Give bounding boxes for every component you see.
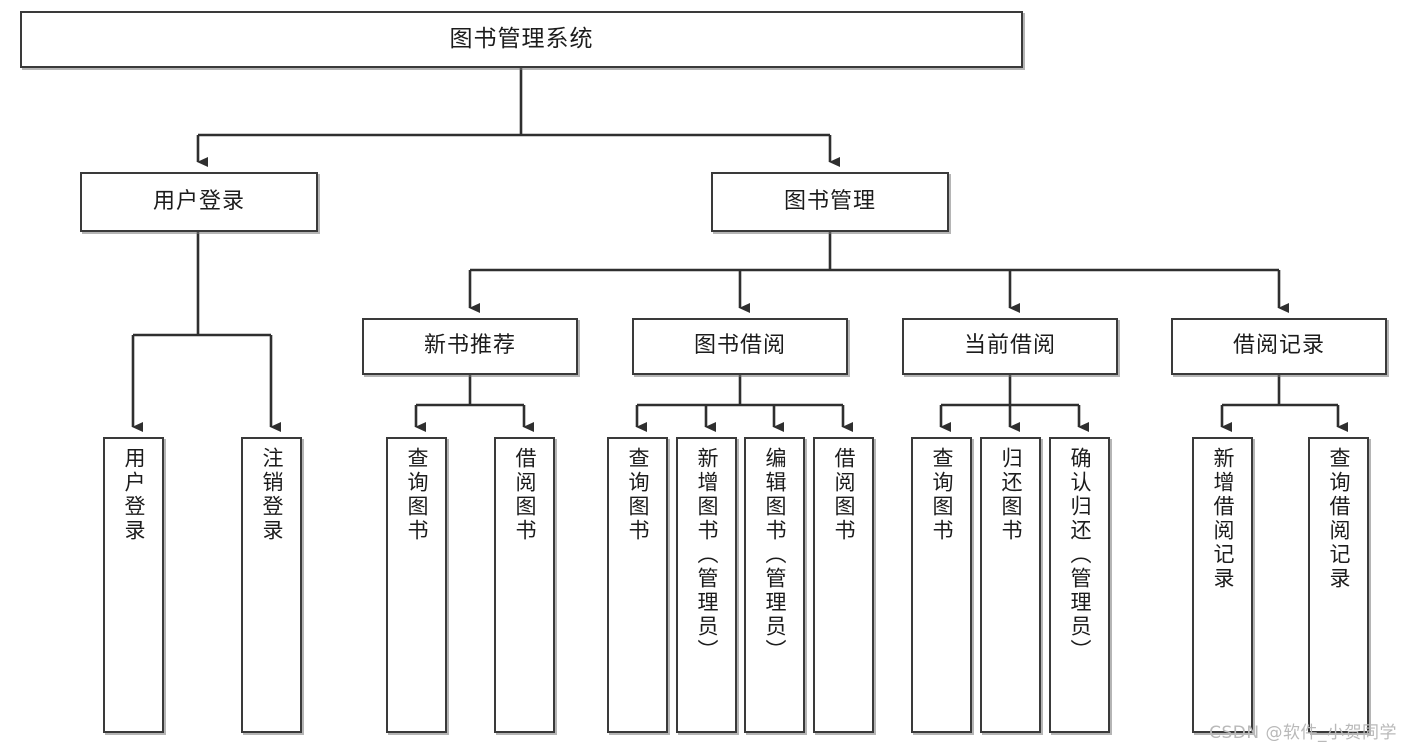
node-label: 查询图书 bbox=[930, 447, 954, 543]
node-label: 借阅图书 bbox=[832, 447, 856, 543]
node-label: 新增图书（管理员） bbox=[695, 447, 719, 663]
node-label: 注销登录 bbox=[260, 447, 284, 543]
node-label: 借阅图书 bbox=[513, 447, 537, 543]
leaf-book-borrow-3[interactable]: 编辑图书（管理员） bbox=[744, 437, 805, 733]
node-label: 查询借阅记录 bbox=[1327, 447, 1351, 591]
leaf-new-book-1[interactable]: 查询图书 bbox=[386, 437, 447, 733]
node-label: 归还图书 bbox=[999, 447, 1023, 543]
leaf-user-login-2[interactable]: 注销登录 bbox=[241, 437, 302, 733]
node-root-system[interactable]: 图书管理系统 bbox=[20, 11, 1023, 68]
node-label: 当前借阅 bbox=[963, 333, 1056, 359]
leaf-book-borrow-2[interactable]: 新增图书（管理员） bbox=[676, 437, 737, 733]
leaf-borrow-record-2[interactable]: 查询借阅记录 bbox=[1308, 437, 1369, 733]
node-book-borrow[interactable]: 图书借阅 bbox=[632, 318, 848, 375]
node-label: 查询图书 bbox=[626, 447, 650, 543]
node-label: 图书管理系统 bbox=[449, 26, 594, 53]
node-label: 图书管理 bbox=[783, 188, 876, 214]
leaf-book-borrow-1[interactable]: 查询图书 bbox=[607, 437, 668, 733]
node-label: 编辑图书（管理员） bbox=[763, 447, 787, 663]
node-label: 图书借阅 bbox=[693, 333, 786, 359]
node-label: 查询图书 bbox=[405, 447, 429, 543]
node-borrow-record[interactable]: 借阅记录 bbox=[1171, 318, 1387, 375]
node-label: 新增借阅记录 bbox=[1211, 447, 1235, 591]
node-label: 新书推荐 bbox=[423, 333, 516, 359]
leaf-borrow-record-1[interactable]: 新增借阅记录 bbox=[1192, 437, 1253, 733]
csdn-watermark: CSDN @软件_小贺同学 bbox=[1209, 723, 1397, 743]
node-label: 用户登录 bbox=[152, 188, 245, 214]
leaf-user-login-1[interactable]: 用户登录 bbox=[103, 437, 164, 733]
leaf-current-borrow-1[interactable]: 查询图书 bbox=[911, 437, 972, 733]
node-user-login[interactable]: 用户登录 bbox=[80, 172, 318, 232]
node-new-book-recommend[interactable]: 新书推荐 bbox=[362, 318, 578, 375]
leaf-new-book-2[interactable]: 借阅图书 bbox=[494, 437, 555, 733]
node-current-borrow[interactable]: 当前借阅 bbox=[902, 318, 1118, 375]
leaf-current-borrow-2[interactable]: 归还图书 bbox=[980, 437, 1041, 733]
node-label: 借阅记录 bbox=[1232, 333, 1325, 359]
node-label: 用户登录 bbox=[122, 447, 146, 543]
leaf-current-borrow-3[interactable]: 确认归还（管理员） bbox=[1049, 437, 1110, 733]
node-book-manage[interactable]: 图书管理 bbox=[711, 172, 949, 232]
leaf-book-borrow-4[interactable]: 借阅图书 bbox=[813, 437, 874, 733]
node-label: 确认归还（管理员） bbox=[1068, 447, 1092, 663]
